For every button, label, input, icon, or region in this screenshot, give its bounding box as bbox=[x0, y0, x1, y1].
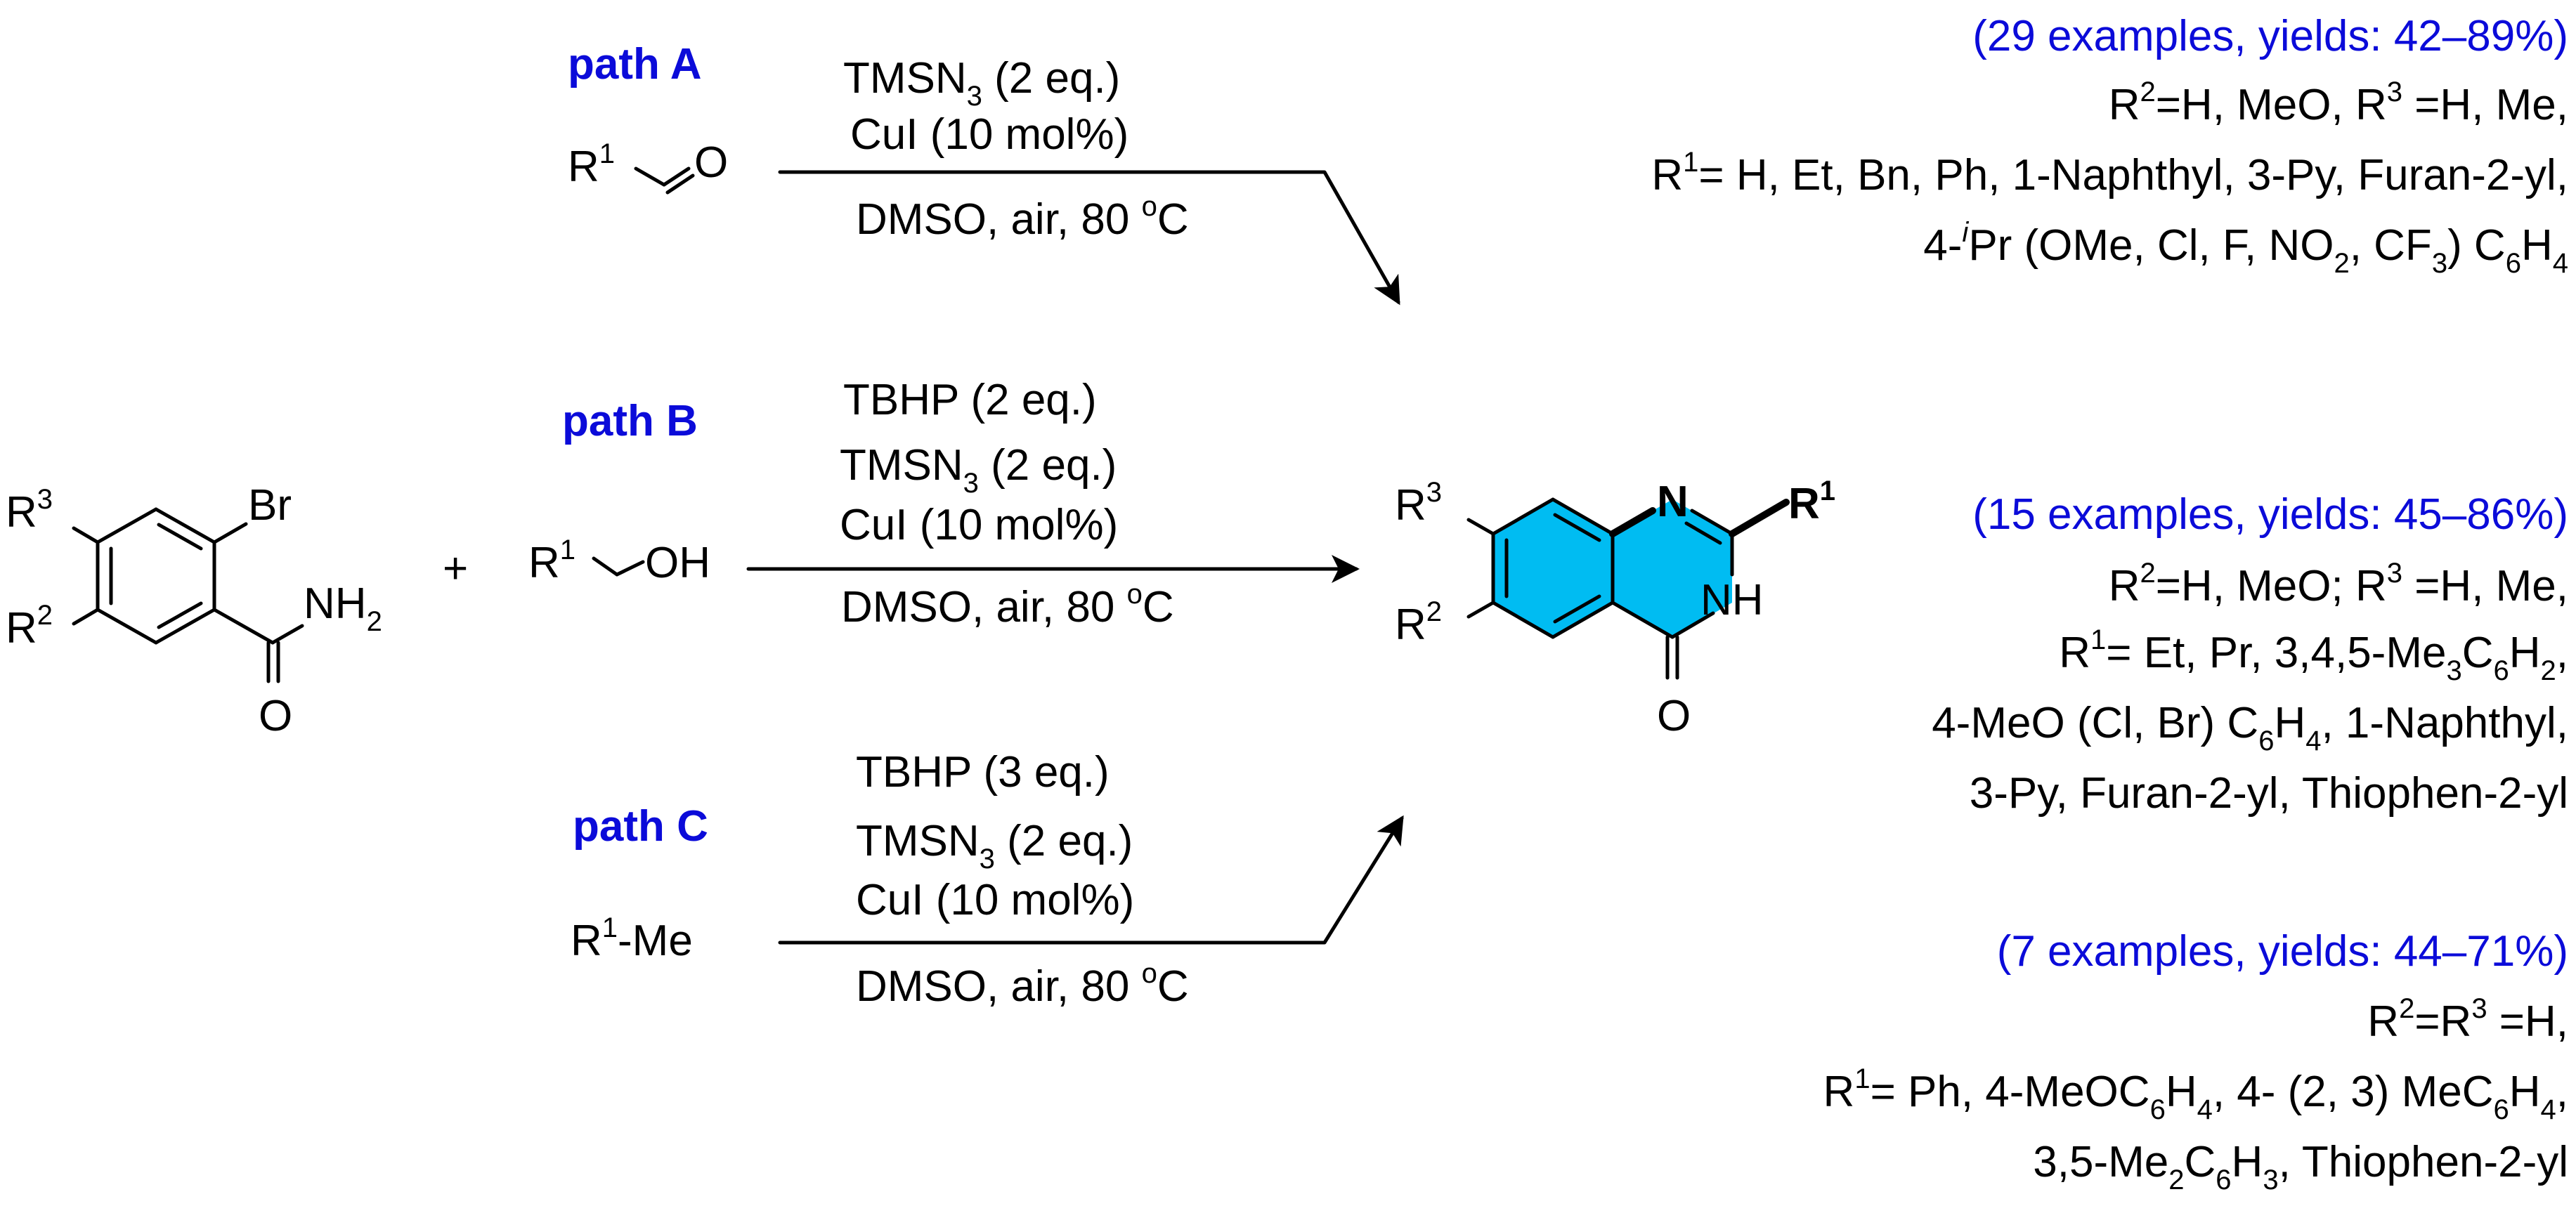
results-c-summary: (7 examples, yields: 44–71%) bbox=[1997, 927, 2568, 976]
bond-to-r1 bbox=[1729, 499, 1790, 537]
aldehyde-oxygen-label: O bbox=[694, 138, 728, 187]
path-a-substrate-aldehyde: R1 bbox=[568, 138, 615, 191]
path-b-conditions: DMSO, air, 80 oC bbox=[841, 579, 1174, 631]
results-b-line1: R2=H, MeO; R3 =H, Me, bbox=[2109, 558, 2568, 610]
alcohol-co-bond bbox=[615, 560, 645, 577]
path-c-reagent-cui: CuI (10 mol%) bbox=[856, 876, 1134, 924]
results-a-line1: R2=H, MeO, R3 =H, Me, bbox=[2109, 77, 2568, 129]
results-b-summary: (15 examples, yields: 45–86%) bbox=[1972, 490, 2568, 539]
product-r1-label: R1 bbox=[1788, 476, 1835, 528]
product-bond-to-r3 bbox=[1466, 518, 1495, 536]
path-a-arrow bbox=[778, 170, 1400, 306]
product-n-label: N bbox=[1657, 478, 1689, 526]
path-a: path A R1 O TMSN3 (2 eq.) CuI (10 mol%) … bbox=[568, 40, 1400, 306]
results-a-line3: 4-iPr (OMe, Cl, F, NO2, CF3) C6H4 bbox=[1923, 217, 2568, 279]
plus-sign: + bbox=[443, 544, 468, 593]
amide-oxygen-label: O bbox=[259, 692, 292, 740]
path-b: path B R1 OH TBHP (2 eq.) TMSN3 (2 eq.) … bbox=[528, 376, 1360, 631]
results-c-line1: R2=R3 =H, bbox=[2367, 993, 2568, 1046]
path-c-substrate-methyl: R1-Me bbox=[571, 912, 693, 965]
path-b-reagent-tbhp: TBHP (2 eq.) bbox=[843, 376, 1097, 424]
path-c: TBHP (3 eq.) path C TMSN3 (2 eq.) CuI (1… bbox=[571, 748, 1404, 1011]
results-b-line4: 3-Py, Furan-2-yl, Thiophen-2-yl bbox=[1970, 769, 2568, 818]
r3-label: R3 bbox=[6, 484, 53, 537]
results-c-line2: R1= Ph, 4-MeOC6H4, 4- (2, 3) MeC6H4, bbox=[1823, 1063, 2568, 1125]
br-label: Br bbox=[248, 481, 292, 530]
path-c-reagent-tbhp: TBHP (3 eq.) bbox=[856, 748, 1110, 797]
hydroxyl-label: OH bbox=[645, 539, 710, 587]
product-oxygen-label: O bbox=[1657, 692, 1691, 740]
aldehyde-c-bond bbox=[634, 166, 666, 187]
product-benzo-ring-fill bbox=[1493, 499, 1613, 637]
results-b-line3: 4-MeO (Cl, Br) C6H4, 1-Naphthyl, bbox=[1932, 699, 2568, 756]
path-a-conditions: DMSO, air, 80 oC bbox=[856, 191, 1189, 244]
path-b-reagent-cui: CuI (10 mol%) bbox=[840, 501, 1118, 549]
nh2-label: NH2 bbox=[304, 579, 382, 637]
bond-to-r2 bbox=[72, 608, 100, 626]
results-path-b: (15 examples, yields: 45–86%) R2=H, MeO;… bbox=[1932, 490, 2568, 818]
path-a-reagent-cui: CuI (10 mol%) bbox=[850, 110, 1128, 159]
product-nh-label: NH bbox=[1700, 576, 1764, 624]
results-a-summary: (29 examples, yields: 42–89%) bbox=[1972, 12, 2568, 60]
product-r3-label: R3 bbox=[1395, 477, 1442, 530]
bond-to-carbonyl bbox=[212, 608, 275, 645]
path-a-reagent-tmsn3: TMSN3 (2 eq.) bbox=[843, 54, 1120, 112]
path-b-label: path B bbox=[562, 397, 698, 445]
bond-to-br bbox=[212, 522, 248, 544]
results-c-line3: 3,5-Me2C6H3, Thiophen-2-yl bbox=[2033, 1138, 2568, 1195]
r2-label: R2 bbox=[6, 600, 53, 653]
alcohol-c-bond bbox=[592, 556, 619, 577]
product-bond-to-r2 bbox=[1466, 601, 1495, 619]
bond-to-nh2 bbox=[271, 624, 304, 645]
aldehyde-co-bond-1 bbox=[662, 166, 691, 187]
path-c-conditions: DMSO, air, 80 oC bbox=[856, 958, 1189, 1011]
benzene-ring bbox=[96, 507, 216, 645]
product-quinazolinone: N R1 NH O R3 R2 bbox=[1395, 476, 1835, 740]
path-c-label: path C bbox=[573, 802, 708, 851]
path-c-reagent-tmsn3: TMSN3 (2 eq.) bbox=[856, 817, 1133, 874]
results-a-line2: R1= H, Et, Bn, Ph, 1-Naphthyl, 3-Py, Fur… bbox=[1651, 147, 2568, 199]
bond-to-r3 bbox=[72, 526, 100, 544]
results-b-line2: R1= Et, Pr, 3,4,5-Me3C6H2, bbox=[2059, 624, 2568, 686]
product-r2-label: R2 bbox=[1395, 596, 1442, 649]
aldehyde-co-bond-2 bbox=[665, 173, 695, 195]
path-b-reagent-tmsn3: TMSN3 (2 eq.) bbox=[840, 441, 1117, 499]
results-path-c: (7 examples, yields: 44–71%) R2=R3 =H, R… bbox=[1823, 927, 2568, 1195]
path-c-arrow bbox=[778, 815, 1404, 945]
path-b-substrate-alcohol: R1 bbox=[528, 535, 575, 587]
starting-material-2-bromobenzamide: Br R3 R2 NH2 O bbox=[6, 481, 382, 740]
product-pyrimidinone-ring bbox=[1609, 507, 1734, 680]
product-benzo-ring bbox=[1491, 497, 1615, 639]
results-path-a: (29 examples, yields: 42–89%) R2=H, MeO,… bbox=[1651, 12, 2568, 279]
path-a-label: path A bbox=[568, 40, 702, 89]
